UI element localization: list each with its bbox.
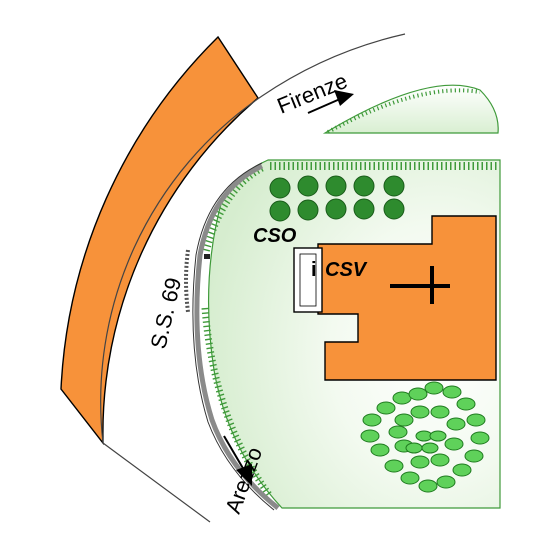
- leaf-cluster: [360, 381, 490, 493]
- cross-icon: [390, 266, 450, 304]
- cso-label: CSO: [253, 225, 297, 247]
- info-icon: i: [311, 259, 317, 281]
- left-hedge-lower: [201, 307, 273, 499]
- tree: [325, 198, 347, 220]
- road-inner-edge: [192, 162, 275, 511]
- tree-rows: [269, 175, 405, 222]
- gate-post: [204, 254, 210, 259]
- tree: [353, 175, 375, 197]
- tree: [353, 198, 375, 220]
- tree: [297, 175, 319, 197]
- tree: [269, 177, 291, 199]
- csv-label: CSV: [325, 259, 368, 281]
- tree: [383, 198, 405, 220]
- tree: [297, 199, 319, 221]
- tree: [269, 200, 291, 222]
- annex-inner: [299, 253, 317, 307]
- tree: [325, 175, 347, 197]
- tree: [383, 175, 405, 197]
- road-inner-wall: [194, 163, 280, 510]
- road-outer-edge: [100, 33, 406, 523]
- main-building: [317, 215, 497, 381]
- firenze-arrow-icon: [307, 90, 354, 114]
- arezzo-arrow-icon: [223, 435, 252, 486]
- green-hill: [322, 84, 499, 134]
- entrance-gate: [184, 249, 190, 313]
- road-label: S.S. 69: [146, 275, 187, 351]
